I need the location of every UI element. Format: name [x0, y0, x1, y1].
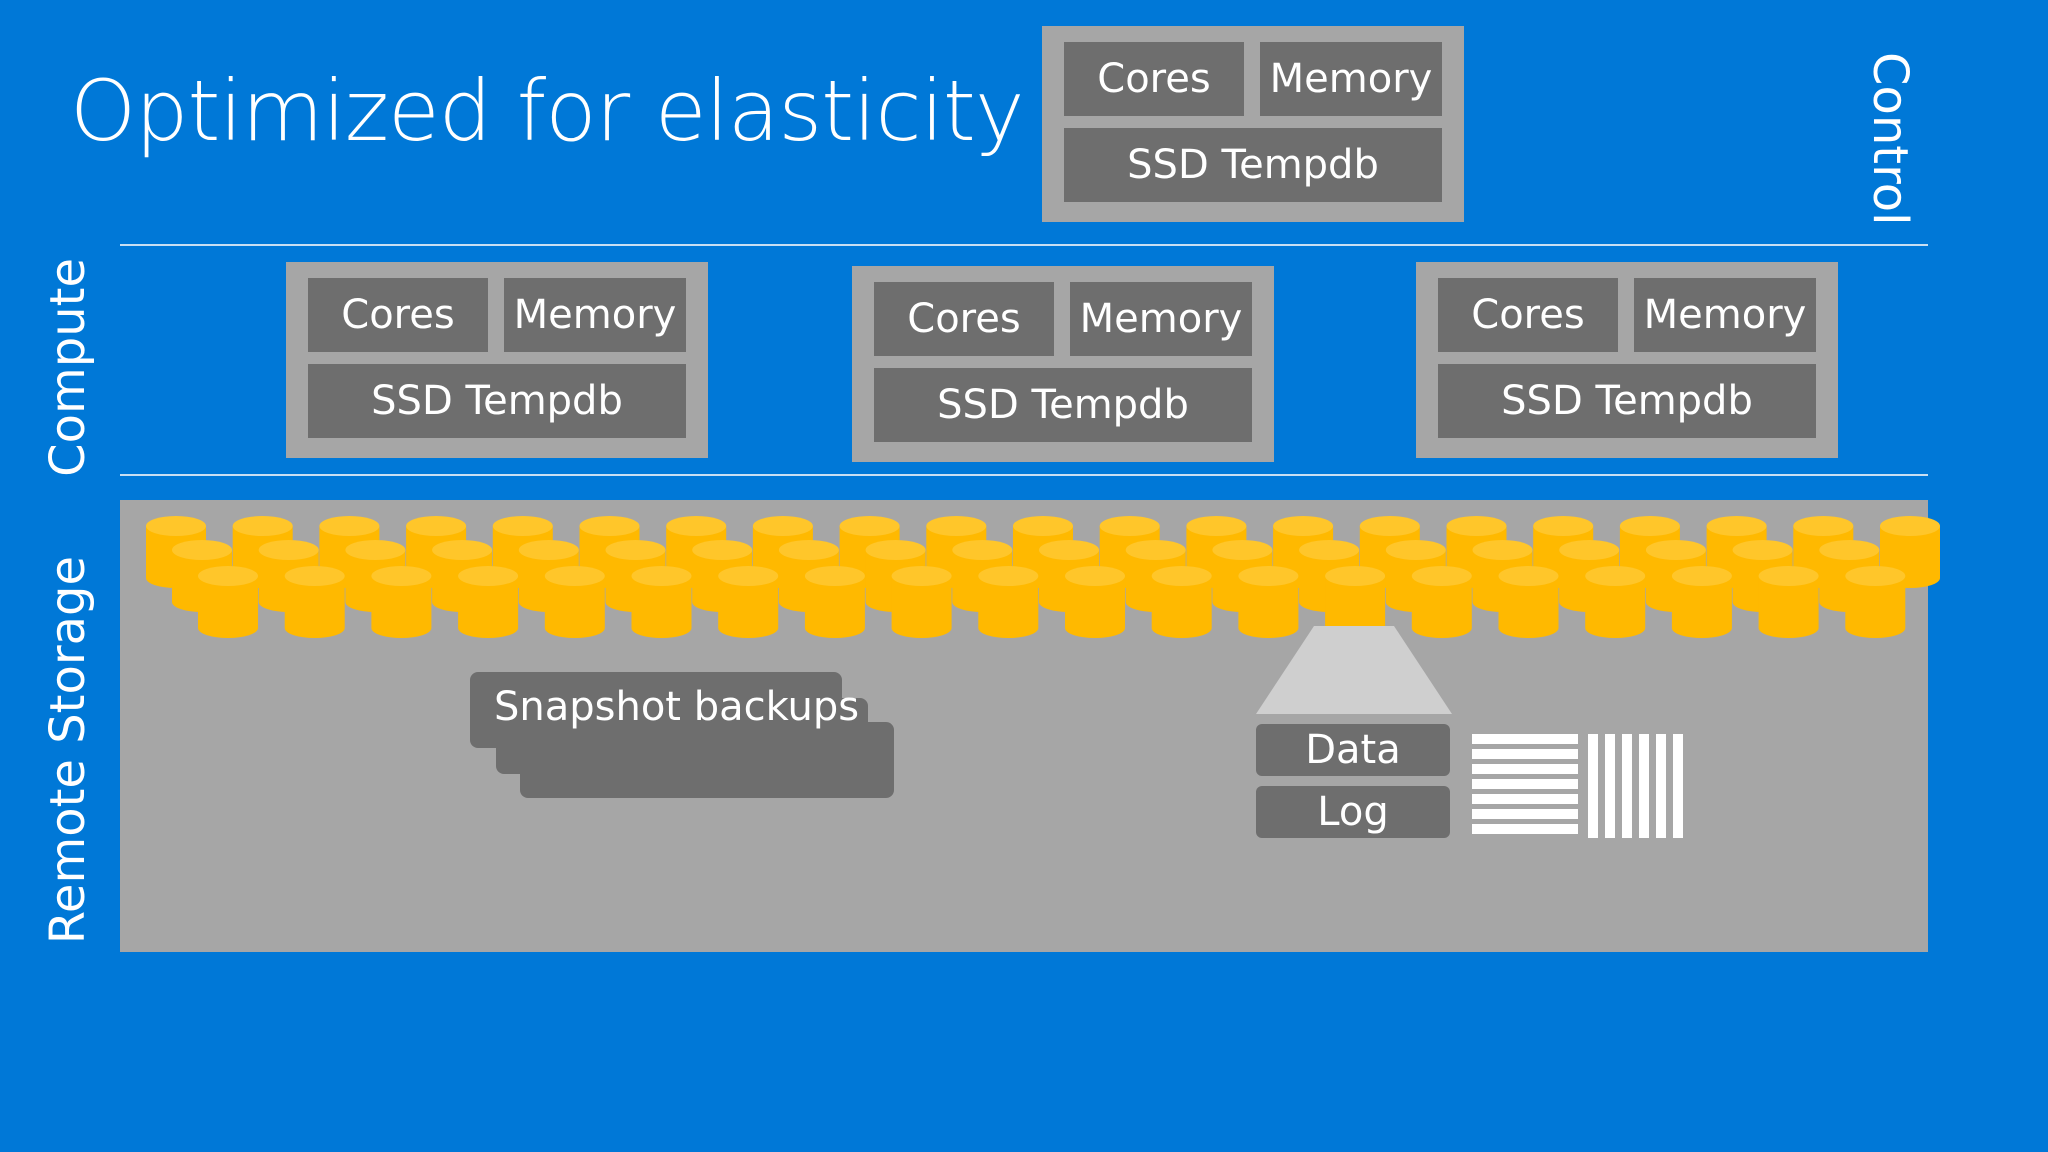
control-server: Cores Memory SSD Tempdb: [1042, 26, 1464, 222]
divider-bottom: [120, 474, 1928, 476]
ssd-tempdb-cell: SSD Tempdb: [1064, 128, 1442, 202]
cores-cell: Cores: [308, 278, 488, 352]
cores-cell: Cores: [1064, 42, 1244, 116]
log-file: Log: [1256, 786, 1450, 838]
ssd-tempdb-cell: SSD Tempdb: [1438, 364, 1816, 438]
memory-cell: Memory: [504, 278, 686, 352]
compute-server-2: Cores Memory SSD Tempdb: [852, 266, 1274, 462]
snapshot-backups-label: Snapshot backups: [494, 684, 860, 730]
log-stripes-vertical-icon: [1588, 734, 1698, 838]
remote-storage-label: Remote Storage: [40, 556, 96, 945]
cores-cell: Cores: [1438, 278, 1618, 352]
memory-cell: Memory: [1070, 282, 1252, 356]
memory-cell: Memory: [1634, 278, 1816, 352]
snapshot-backup-card: [470, 672, 842, 748]
ssd-tempdb-cell: SSD Tempdb: [308, 364, 686, 438]
page-title: Optimized for elasticity: [70, 62, 1025, 160]
log-stripes-horizontal-icon: [1472, 734, 1578, 838]
cores-cell: Cores: [874, 282, 1054, 356]
compute-server-3: Cores Memory SSD Tempdb: [1416, 262, 1838, 458]
control-label: Control: [1862, 52, 1918, 226]
compute-label: Compute: [40, 258, 96, 477]
memory-cell: Memory: [1260, 42, 1442, 116]
divider-top: [120, 244, 1928, 246]
compute-server-1: Cores Memory SSD Tempdb: [286, 262, 708, 458]
funnel-icon: [1256, 626, 1452, 714]
data-file: Data: [1256, 724, 1450, 776]
ssd-tempdb-cell: SSD Tempdb: [874, 368, 1252, 442]
remote-storage-panel: [120, 500, 1928, 952]
